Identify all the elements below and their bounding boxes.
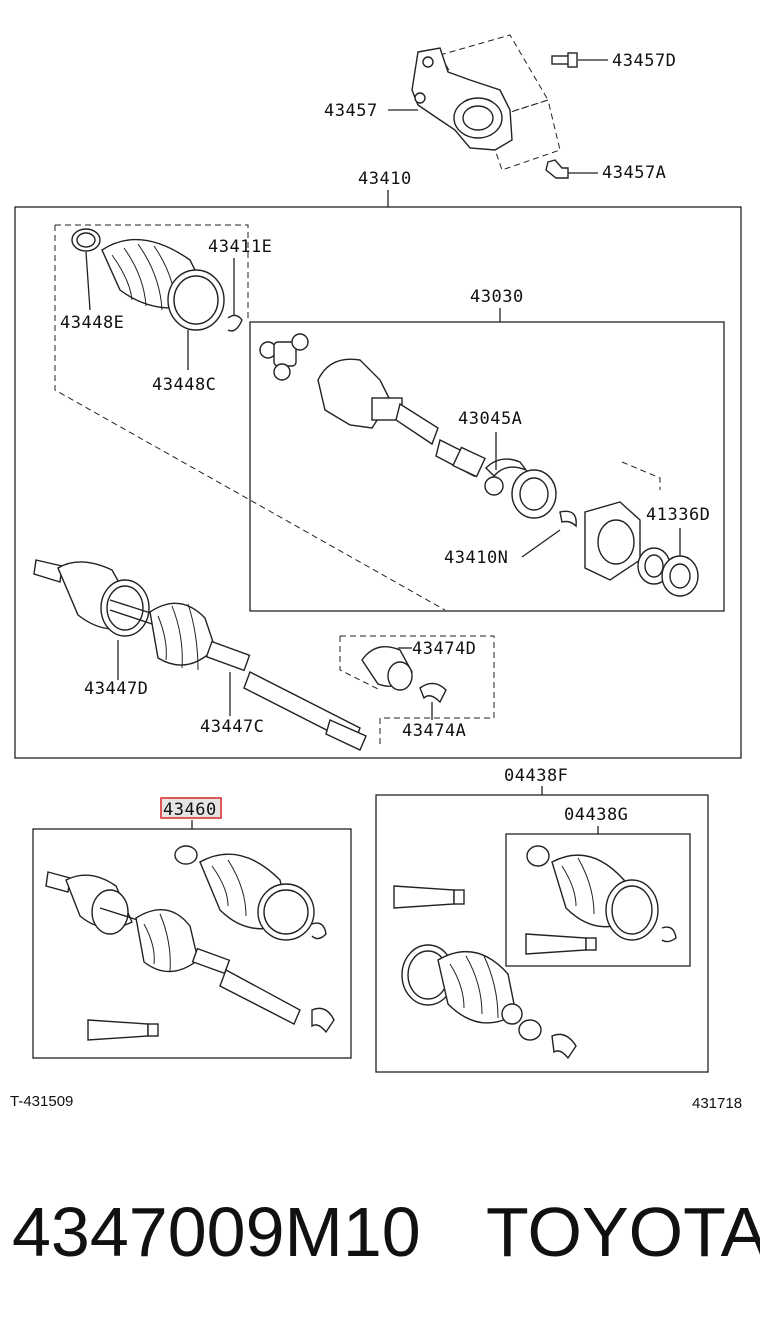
label-43474D: 43474D <box>412 639 476 659</box>
highlight-43460 <box>160 797 222 819</box>
drive-shaft-illustration <box>33 559 367 751</box>
boot-kit-04438F-illustration <box>393 885 577 1060</box>
label-04438F: 04438F <box>504 766 568 786</box>
assembly-43030-frame <box>249 321 725 612</box>
label-43410: 43410 <box>358 169 412 189</box>
label-43457A: 43457A <box>602 163 666 183</box>
label-43448E: 43448E <box>60 313 124 333</box>
caption-brand: TOYOTA <box>486 1193 760 1271</box>
shaft-assembly-43460-illustration <box>45 845 335 1034</box>
label-43045A: 43045A <box>458 409 522 429</box>
boot-kit-illustration <box>71 228 243 332</box>
damper-43474D-illustration <box>361 646 413 691</box>
assembly-43410-frame <box>14 206 742 759</box>
label-43460: 43460 <box>163 800 217 820</box>
grease-tube-43460-illustration <box>87 1019 159 1041</box>
label-43474A: 43474A <box>402 721 466 741</box>
boot-kit-04438G-illustration <box>525 845 677 955</box>
inboard-joint-illustration <box>259 333 529 496</box>
assembly-43460-frame <box>32 828 352 1059</box>
label-43447C: 43447C <box>200 717 264 737</box>
caption-part-number: 4347009M10 <box>12 1193 421 1271</box>
bolt-43457A-illustration <box>545 159 569 179</box>
label-43457D: 43457D <box>612 51 676 71</box>
label-43448C: 43448C <box>152 375 216 395</box>
label-43030: 43030 <box>470 287 524 307</box>
label-43457: 43457 <box>324 101 378 121</box>
label-04438G: 04438G <box>564 805 628 825</box>
label-43447D: 43447D <box>84 679 148 699</box>
figure-ref-right: 431718 <box>692 1095 742 1112</box>
kit-04438G-frame <box>505 833 691 967</box>
bolt-43457D-illustration <box>551 52 578 68</box>
label-41336D: 41336D <box>646 505 710 525</box>
bearing-bracket-illustration <box>411 34 561 171</box>
label-43411E: 43411E <box>208 237 272 257</box>
kit-04438F-frame <box>375 794 709 1073</box>
clamp-43474A-illustration <box>419 682 447 704</box>
bearing-and-seal-illustration <box>511 461 699 597</box>
figure-ref-left: T-431509 <box>10 1093 73 1110</box>
label-43410N: 43410N <box>444 548 508 568</box>
